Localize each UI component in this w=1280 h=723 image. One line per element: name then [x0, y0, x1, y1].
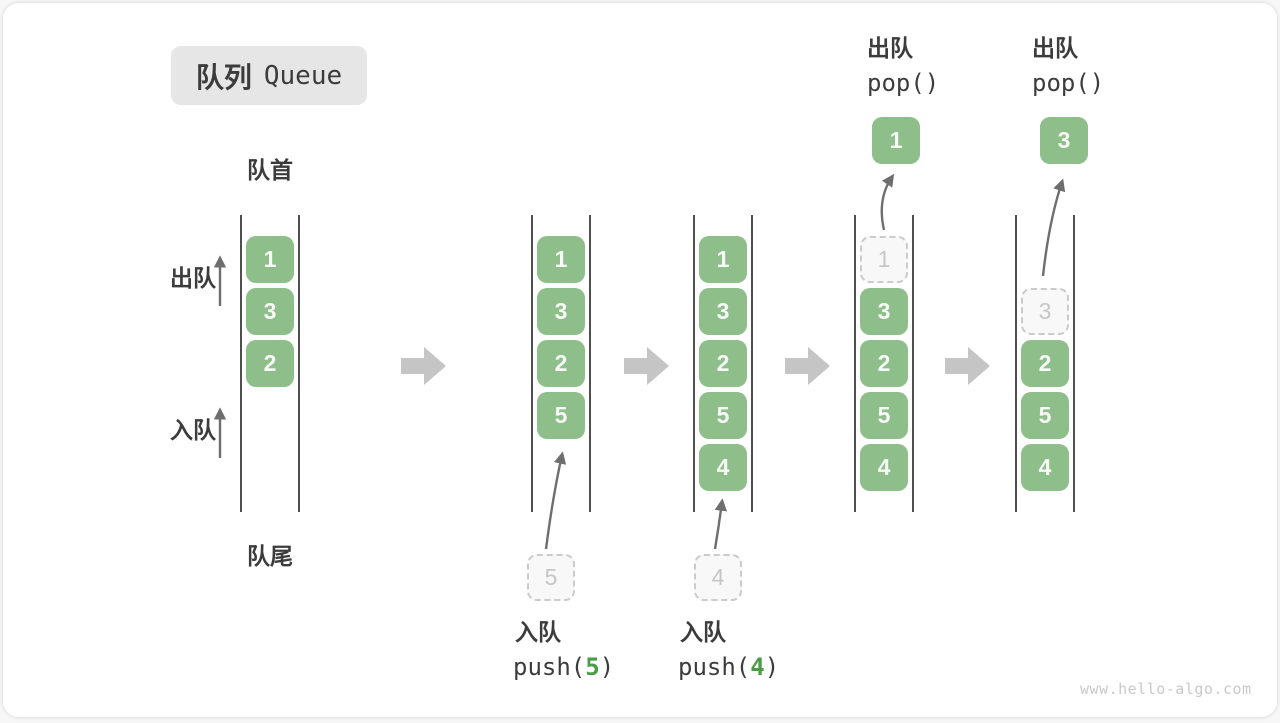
queue-cell-2: 2 — [699, 340, 747, 387]
watermark: www.hello-algo.com — [1080, 680, 1252, 698]
push5-code: push(5) — [513, 653, 614, 681]
queue-cell-3: 3 — [860, 288, 908, 335]
push5-code-arg: 5 — [585, 653, 600, 681]
popped-value-box-3: 3 — [1040, 117, 1088, 164]
queue-state-2: 1 3 2 5 — [531, 215, 591, 512]
step-arrow-icon — [785, 347, 830, 385]
enqueue-ghost-box-4: 4 — [694, 554, 742, 601]
title-chinese: 队列 — [195, 61, 252, 93]
push4-code: push(4) — [678, 653, 779, 681]
ghost-cell-1: 1 — [860, 236, 908, 283]
pop1-label: 出队 — [867, 35, 913, 61]
queue-cell-5: 5 — [1021, 392, 1069, 439]
push4-code-arg: 4 — [750, 653, 765, 681]
queue-cell-1: 1 — [537, 236, 585, 283]
title-english: Queue — [263, 60, 343, 91]
enqueue-ghost-box-5: 5 — [527, 554, 575, 601]
popped-value-box-1: 1 — [872, 117, 920, 164]
dequeue-side-label: 出队 — [170, 265, 216, 291]
step-arrow-icon — [945, 347, 990, 385]
diagram-canvas: 队列 Queue 队首 队尾 出队 入队 1 3 2 1 3 2 5 1 3 2 5 4 1 3 2 5… — [3, 3, 1277, 717]
pop1-code: pop() — [867, 69, 940, 97]
queue-cell-1: 1 — [246, 236, 294, 283]
ghost-cell-3: 3 — [1021, 288, 1069, 335]
enqueue-side-label: 入队 — [170, 417, 216, 443]
queue-cell-4: 4 — [699, 444, 747, 491]
queue-cell-1: 1 — [699, 236, 747, 283]
queue-cell-2: 2 — [860, 340, 908, 387]
queue-cell-2: 2 — [246, 340, 294, 387]
push5-label: 入队 — [515, 619, 561, 645]
queue-state-5: 3 2 5 4 — [1015, 215, 1075, 512]
queue-cell-3: 3 — [537, 288, 585, 335]
title-box: 队列 Queue — [171, 46, 367, 105]
queue-cell-5: 5 — [860, 392, 908, 439]
queue-state-4: 1 3 2 5 4 — [854, 215, 914, 512]
step-arrow-icon — [401, 347, 446, 385]
push5-code-post: ) — [599, 653, 615, 681]
queue-front-label: 队首 — [247, 157, 293, 183]
pop2-label: 出队 — [1032, 35, 1078, 61]
step-arrow-icon — [624, 347, 669, 385]
queue-rear-label: 队尾 — [247, 543, 293, 569]
queue-cell-3: 3 — [246, 288, 294, 335]
push4-code-post: ) — [764, 653, 780, 681]
queue-cell-2: 2 — [537, 340, 585, 387]
push4-label: 入队 — [680, 619, 726, 645]
push5-code-pre: push( — [513, 653, 586, 681]
queue-cell-2: 2 — [1021, 340, 1069, 387]
queue-state-3: 1 3 2 5 4 — [693, 215, 753, 512]
pop2-code: pop() — [1032, 69, 1105, 97]
queue-cell-5: 5 — [699, 392, 747, 439]
queue-cell-5: 5 — [537, 392, 585, 439]
queue-cell-4: 4 — [860, 444, 908, 491]
queue-state-1: 1 3 2 — [240, 215, 300, 512]
queue-cell-4: 4 — [1021, 444, 1069, 491]
queue-cell-3: 3 — [699, 288, 747, 335]
push4-code-pre: push( — [678, 653, 751, 681]
